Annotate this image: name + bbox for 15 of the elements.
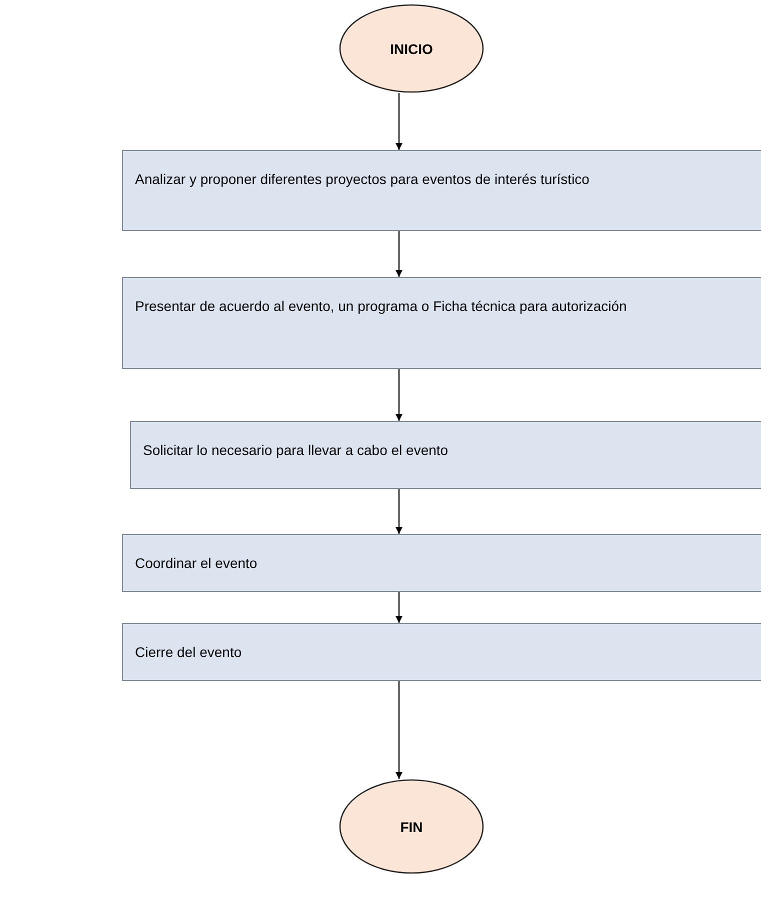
process-box: Solicitar lo necesario para llevar a cabo el evento <box>130 421 761 489</box>
terminator-label: FIN <box>400 818 423 834</box>
terminator-label: INICIO <box>390 40 433 56</box>
process-box: Cierre del evento <box>122 623 761 681</box>
arrow <box>396 592 402 623</box>
process-box: Presentar de acuerdo al evento, un programa o Ficha técnica para autorización <box>122 277 761 369</box>
process-box: Analizar y proponer diferentes proyectos para eventos de interés turístico <box>122 150 761 231</box>
process-box: Coordinar el evento <box>122 534 761 592</box>
arrow <box>396 231 402 277</box>
arrow <box>396 681 402 779</box>
arrow <box>396 369 402 421</box>
terminator-ellipse <box>339 4 484 93</box>
arrow <box>396 489 402 534</box>
terminator-ellipse <box>339 779 484 874</box>
arrow <box>396 93 402 150</box>
